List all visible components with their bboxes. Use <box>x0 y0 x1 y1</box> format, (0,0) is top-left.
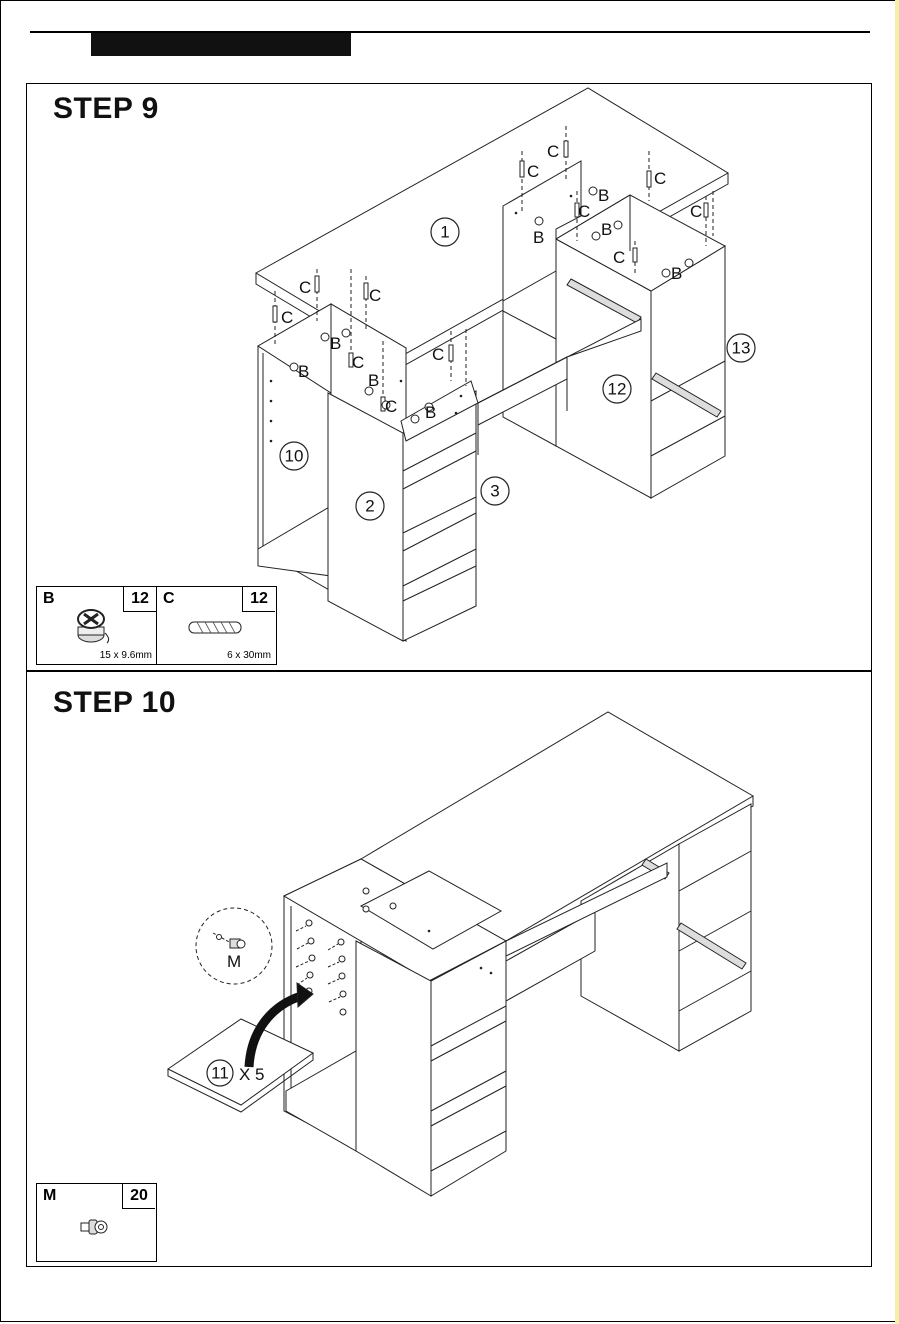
header-bar <box>91 33 351 56</box>
label-c: C <box>613 248 625 267</box>
part-3-number: 3 <box>490 482 499 501</box>
part-13-number: 13 <box>732 339 751 358</box>
cam-lock-icon <box>69 605 119 647</box>
hardware-letter: B <box>43 590 55 608</box>
label-b: B <box>368 371 379 390</box>
label-b: B <box>425 403 436 422</box>
label-b: B <box>533 228 544 247</box>
hardware-size: 6 x 30mm <box>227 650 271 661</box>
label-c: C <box>527 162 539 181</box>
label-c: C <box>299 278 311 297</box>
label-c: C <box>385 397 397 416</box>
label-c: C <box>432 345 444 364</box>
label-c: C <box>352 353 364 372</box>
step-9-assembly-diagram: B B B B B B B B C C C C C C C C C C C C <box>27 84 870 669</box>
hardware-m: M 20 <box>37 1184 155 1261</box>
label-b: B <box>330 334 341 353</box>
label-b: B <box>671 264 682 283</box>
detail-label-m: M <box>227 952 241 971</box>
shelf-pin-icon <box>77 1216 111 1238</box>
label-b: B <box>298 362 309 381</box>
label-c: C <box>547 142 559 161</box>
label-b: B <box>598 186 609 205</box>
hardware-letter: C <box>163 590 175 608</box>
label-c: C <box>281 308 293 327</box>
hardware-quantity: 12 <box>123 587 156 612</box>
label-c: C <box>654 169 666 188</box>
part-1-number: 1 <box>440 223 449 242</box>
label-c: C <box>578 202 590 221</box>
step-9-panel: STEP 9 <box>26 83 872 671</box>
hardware-letter: M <box>43 1187 56 1205</box>
hardware-quantity: 20 <box>122 1184 155 1209</box>
label-c: C <box>690 202 702 221</box>
hardware-c: C 12 6 x 30mm <box>157 587 275 664</box>
shelf-quantity: X 5 <box>239 1065 265 1084</box>
step-9-hardware-legend: B 12 15 x 9.6mm C 12 <box>36 586 277 665</box>
hardware-b: B 12 15 x 9.6mm <box>37 587 157 664</box>
step-10-panel: STEP 10 <box>26 671 872 1267</box>
hardware-size: 15 x 9.6mm <box>100 650 152 661</box>
label-c: C <box>369 286 381 305</box>
page-edge <box>895 0 899 1324</box>
part-12-number: 12 <box>608 380 627 399</box>
wood-dowel-icon <box>185 619 245 637</box>
step-10-hardware-legend: M 20 <box>36 1183 157 1262</box>
hardware-quantity: 12 <box>242 587 275 612</box>
part-10-number: 10 <box>285 447 304 466</box>
label-b: B <box>601 220 612 239</box>
part-11-number: 11 <box>211 1064 229 1083</box>
part-2-number: 2 <box>365 497 374 516</box>
step-10-assembly-diagram: M 11 X 5 <box>27 672 870 1265</box>
